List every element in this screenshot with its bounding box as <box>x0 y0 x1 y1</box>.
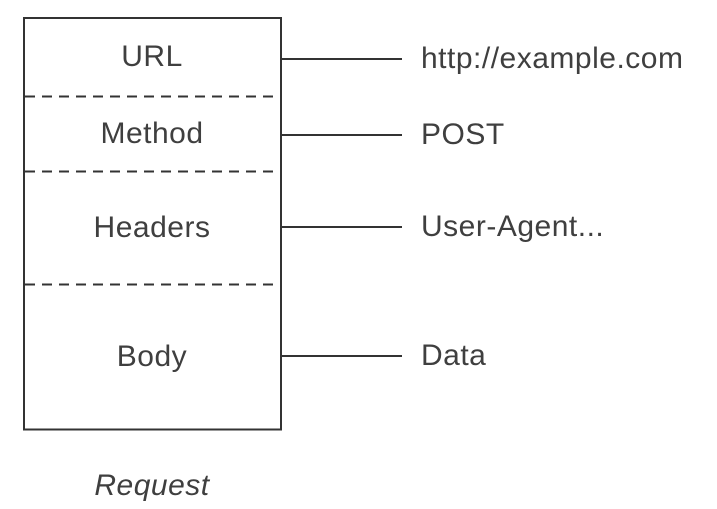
box-section-url: URL <box>23 18 281 96</box>
section-label-headers: Headers <box>93 211 211 244</box>
request-box-outline <box>23 17 282 431</box>
section-label-method: Method <box>100 117 204 150</box>
value-headers: User-Agent... <box>421 210 605 243</box>
diagram-caption: Request <box>94 469 210 502</box>
value-url: http://example.com <box>421 42 684 75</box>
box-section-body: Body <box>23 285 281 429</box>
value-body: Data <box>421 339 487 372</box>
value-method: POST <box>421 118 505 151</box>
box-section-headers: Headers <box>23 172 281 284</box>
box-section-method: Method <box>23 97 281 171</box>
section-label-url: URL <box>121 40 183 73</box>
section-label-body: Body <box>116 340 188 373</box>
